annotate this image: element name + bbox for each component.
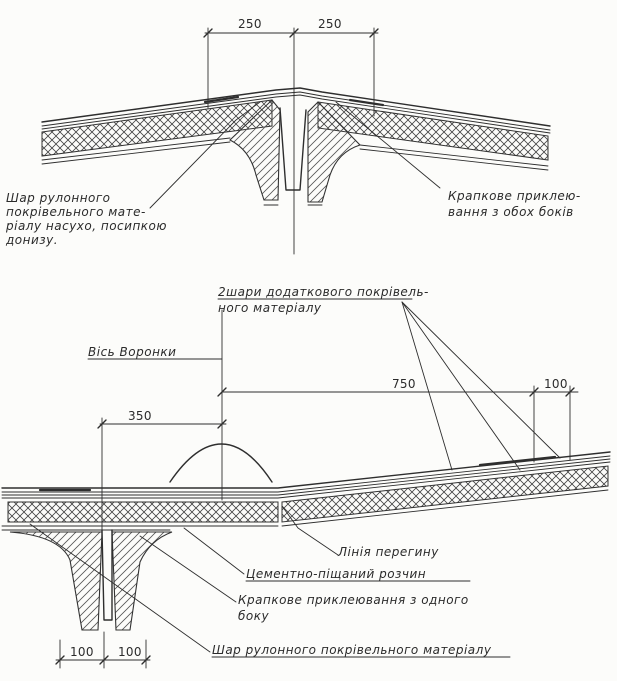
bottom-dim-100-tick-1 [55,655,65,665]
bottom-leader-layers-2 [401,301,453,471]
top-note-left-2: покрівельного мате- [6,205,146,219]
top-roofing-layers [41,87,551,134]
top-drain-right-wall [307,101,362,203]
bottom-note-axis: Вісь Воронки [88,345,176,359]
top-note-left-3: ріалу насухо, посипкою [5,219,167,233]
top-dim-right-label: 250 [318,17,342,31]
bottom-leader-layers-3 [401,301,561,459]
bottom-leader-mortar [183,527,245,575]
bottom-dim-750-label: 750 [392,377,416,391]
bottom-leader-roll [29,523,211,653]
top-note-right-1: Крапкове приклею- [448,189,581,203]
bottom-note-layers-1: 2шари додаткового покрівель- [218,285,429,299]
top-deck-line-left-1 [41,137,231,161]
bottom-deck-line-right [281,489,609,527]
bottom-dim-100-tick-2 [99,655,109,665]
top-note-right-2: вання з обох боків [448,205,574,219]
top-membrane-line-3 [41,94,551,134]
bottom-leader-layers-1 [401,301,521,471]
bottom-drain-pipe [101,529,113,621]
top-drain-pipe [279,107,307,191]
top-deck-line-left-2 [41,141,231,165]
top-insulation-right [317,101,549,161]
top-leader-right [335,101,441,189]
top-note-left-1: Шар рулонного [6,191,111,205]
bottom-detail: 2шари додаткового покрівель- ного матері… [1,285,611,669]
bottom-note-mortar: Цементно-піщаний розчин [246,567,426,581]
top-patch-right [348,98,385,107]
bottom-dim-750-tick-1 [217,387,227,397]
top-note-left-4: донизу. [5,233,58,247]
top-detail: 250 250 [5,17,581,255]
bottom-note-spot-2: боку [238,609,269,623]
bottom-dim-100-top-label: 100 [544,377,568,391]
bottom-patch-right [478,455,557,467]
bottom-insulation-left [7,501,279,523]
top-dim-tick-2 [289,28,299,38]
bottom-membrane-line-2 [1,455,611,493]
top-insulation-left [41,99,273,157]
bottom-dim-100-left-label: 100 [70,645,94,659]
bottom-dim-350-tick-2 [217,419,227,429]
top-deck-line-right-1 [359,144,549,167]
top-deck-line-right-2 [359,148,549,171]
bottom-drain-right-wall [111,531,173,631]
top-dim-left-label: 250 [238,17,262,31]
bottom-note-layers-2: ного матеріалу [218,301,322,315]
top-membrane-line-2 [41,91,551,131]
top-dimension: 250 250 [203,17,379,117]
bottom-note-bend: Лінія перегину [337,545,439,559]
bottom-note-spot-1: Крапкове приклеювання з одного [238,593,469,607]
top-leader-left [149,101,261,209]
bottom-membrane-line-3 [1,458,611,496]
bottom-roofing-layers [1,451,611,499]
top-dim-tick-3 [369,28,379,38]
top-patch-left [203,95,240,104]
bottom-dim-350-label: 350 [128,409,152,423]
bottom-insulation-right [281,465,609,523]
bottom-leader-spot [139,535,237,603]
top-membrane-line-1 [41,87,551,127]
bottom-leader-bend [281,505,339,556]
bottom-dim-100-right-label: 100 [118,645,142,659]
bottom-drain-left-wall [9,531,103,631]
bottom-membrane-line-4 [1,461,611,499]
bottom-dim-100-tick-3 [141,655,151,665]
bottom-drain-dome [169,443,273,483]
top-dim-tick-1 [203,28,213,38]
top-drain-left-wall [229,99,281,201]
bottom-note-roll: Шар рулонного покрівельного матеріалу [212,643,492,657]
